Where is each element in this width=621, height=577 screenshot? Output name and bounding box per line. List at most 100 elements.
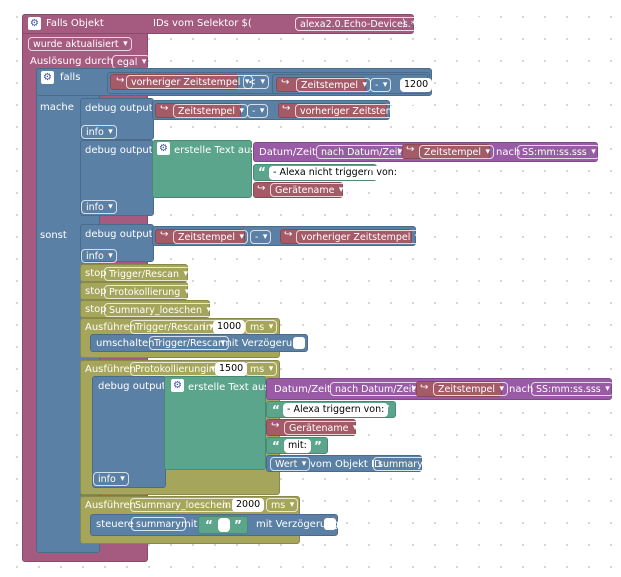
number-field[interactable]: 2000: [232, 498, 265, 512]
in-label: in: [203, 322, 213, 333]
selector-value[interactable]: alexa2.0.Echo-Devices.*.Player.muted: [295, 17, 487, 31]
falls-label: falls: [60, 72, 81, 83]
variable-dropdown[interactable]: Zeitstempel: [419, 145, 495, 159]
nach-label: nach: [509, 384, 534, 395]
stop-label: stop: [85, 304, 107, 315]
quote-close-icon: ”: [234, 518, 242, 532]
quote-open-icon: “: [272, 439, 280, 453]
quote-close-icon: ”: [382, 403, 390, 417]
timer-dropdown[interactable]: Protokollierung: [104, 285, 194, 299]
vom-objekt-label: vom Objekt ID: [310, 459, 382, 470]
gear-icon[interactable]: ⚙: [41, 71, 54, 84]
quote-open-icon: “: [272, 403, 280, 417]
unit-dropdown[interactable]: ms: [245, 362, 278, 376]
number-field[interactable]: 1200: [400, 78, 433, 92]
event-title: Falls Objekt: [46, 18, 104, 29]
steuere-label: steuere: [96, 519, 134, 530]
sonst-label: sonst: [40, 230, 67, 241]
quote-open-icon: “: [205, 518, 213, 532]
debug-output-label: debug output: [85, 229, 153, 240]
variable-dropdown[interactable]: Zeitstempel: [433, 382, 509, 396]
delay-checkbox[interactable]: [293, 337, 305, 349]
ausloesung-dropdown[interactable]: egal: [112, 55, 151, 69]
minus-dropdown[interactable]: -: [370, 78, 392, 92]
return-arrow-icon: ↪: [282, 103, 291, 114]
return-arrow-icon: ↪: [284, 229, 293, 240]
datetime-format-dropdown[interactable]: nach Datum/Zeit: [330, 382, 421, 396]
debug-output-label: debug output: [98, 381, 166, 392]
return-arrow-icon: ↪: [160, 229, 169, 240]
number-field[interactable]: 1000: [213, 320, 246, 334]
variable-dropdown[interactable]: Gerätename: [270, 183, 348, 197]
minus-dropdown[interactable]: -: [247, 104, 269, 118]
mache-label: mache: [40, 102, 74, 113]
event-header[interactable]: [22, 14, 414, 34]
variable-dropdown[interactable]: Zeitstempel: [173, 104, 249, 118]
create-text-label: erstelle Text aus: [188, 382, 270, 393]
return-arrow-icon: ↪: [406, 144, 415, 155]
timer-dropdown[interactable]: Trigger/Rescan: [149, 336, 229, 350]
variable-dropdown[interactable]: Zeitstempel: [296, 78, 372, 92]
level-dropdown[interactable]: info: [81, 249, 117, 263]
datetime-label: Datum/Zeit: [259, 147, 316, 158]
timer-dropdown[interactable]: Summary_loeschen: [104, 303, 216, 317]
trigger-dropdown[interactable]: wurde aktualisiert: [28, 37, 132, 51]
text-value[interactable]: [218, 518, 230, 532]
variable-dropdown[interactable]: Gerätename: [284, 421, 362, 435]
execute-label: Ausführen: [85, 500, 136, 511]
operator-dropdown[interactable]: <: [243, 75, 269, 89]
format-dropdown[interactable]: SS:mm:ss.sss: [531, 382, 614, 396]
format-dropdown[interactable]: SS:mm:ss.sss: [517, 145, 600, 159]
gear-icon[interactable]: ⚙: [28, 17, 41, 30]
toggle-label: umschalten: [96, 338, 155, 349]
delay-label: mit Verzögerung: [256, 519, 339, 530]
object-id-field[interactable]: summary: [131, 517, 186, 531]
in-label: in: [206, 364, 216, 375]
timer-dropdown[interactable]: Trigger/Rescan: [104, 267, 192, 281]
debug-output-label: debug output: [85, 103, 153, 114]
debug-output-label: debug output: [85, 145, 153, 156]
datetime-label: Datum/Zeit: [274, 384, 331, 395]
return-arrow-icon: ↪: [160, 103, 169, 114]
variable-dropdown[interactable]: Zeitstempel: [173, 230, 249, 244]
variable-dropdown[interactable]: vorheriger Zeitstempel: [126, 75, 254, 89]
delay-label: mit Verzögerung: [222, 338, 305, 349]
object-id-field[interactable]: summary: [373, 457, 428, 471]
debug-output-block[interactable]: [92, 376, 166, 488]
quote-close-icon: ”: [366, 165, 374, 179]
minus-dropdown[interactable]: -: [250, 230, 272, 244]
text-value[interactable]: - Alexa nicht triggern von:: [269, 166, 401, 180]
ausloesung-label: Auslösung durch: [30, 56, 114, 67]
selector-close: ): [402, 18, 406, 29]
text-value[interactable]: - Alexa triggern von:: [283, 403, 389, 417]
gear-icon[interactable]: ⚙: [171, 379, 184, 392]
level-dropdown[interactable]: info: [81, 125, 117, 139]
variable-dropdown[interactable]: vorheriger Zeitstempel: [296, 230, 424, 244]
mit-label: mit: [181, 519, 198, 530]
return-arrow-icon: ↪: [257, 183, 266, 194]
in-label: in: [222, 500, 232, 511]
gear-icon[interactable]: ⚙: [157, 142, 170, 155]
execute-label: Ausführen: [85, 322, 136, 333]
quote-open-icon: “: [258, 165, 266, 179]
stop-label: stop: [85, 286, 107, 297]
variable-dropdown[interactable]: vorheriger Zeitstempel: [295, 104, 423, 118]
return-arrow-icon: ↪: [281, 77, 290, 88]
delay-checkbox[interactable]: [324, 518, 336, 530]
level-dropdown[interactable]: info: [81, 200, 117, 214]
number-field[interactable]: 1500: [215, 362, 248, 376]
create-text-label: erstelle Text aus: [174, 145, 256, 156]
stop-label: stop: [85, 268, 107, 279]
unit-dropdown[interactable]: ms: [245, 320, 278, 334]
return-arrow-icon: ↪: [116, 75, 125, 86]
return-arrow-icon: ↪: [271, 420, 280, 431]
nach-label: nach: [496, 147, 521, 158]
level-dropdown[interactable]: info: [93, 472, 129, 486]
datetime-format-dropdown[interactable]: nach Datum/Zeit: [316, 145, 407, 159]
selector-label: IDs vom Selektor $(: [153, 18, 252, 29]
text-value[interactable]: mit:: [284, 439, 311, 453]
quote-close-icon: ”: [314, 439, 322, 453]
execute-label: Ausführen: [85, 364, 136, 375]
unit-dropdown[interactable]: ms: [266, 498, 299, 512]
wert-dropdown[interactable]: Wert: [270, 457, 311, 471]
